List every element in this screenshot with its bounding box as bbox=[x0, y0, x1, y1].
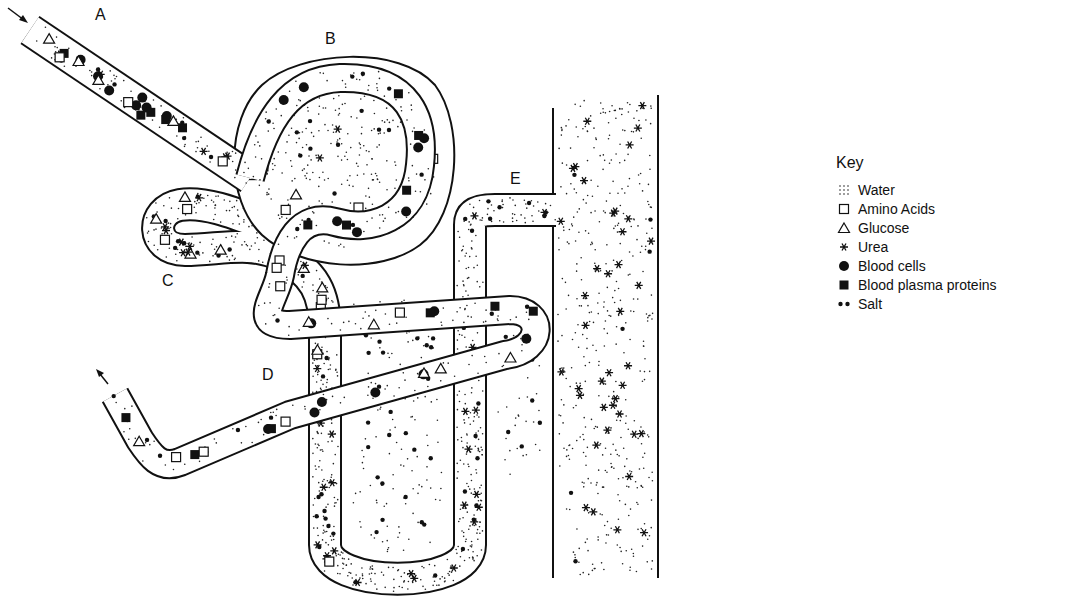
legend-row: Salt bbox=[836, 294, 997, 313]
part-label: E bbox=[510, 170, 521, 188]
legend-text: Glucose bbox=[858, 220, 909, 236]
legend-text: Urea bbox=[858, 239, 888, 255]
legend-text: Salt bbox=[858, 296, 882, 312]
particles bbox=[36, 26, 247, 183]
legend-symbol bbox=[836, 182, 852, 198]
legend-text: Amino Acids bbox=[858, 201, 935, 217]
particles bbox=[432, 197, 556, 586]
part-label: A bbox=[95, 6, 106, 24]
part-label: D bbox=[262, 366, 274, 384]
flow-arrow bbox=[8, 8, 108, 384]
part-label: C bbox=[162, 272, 174, 290]
legend-text: Blood plasma proteins bbox=[858, 277, 997, 293]
glomerulus-vessel bbox=[111, 71, 537, 470]
legend-text: Blood cells bbox=[858, 258, 926, 274]
legend-row: Blood cells bbox=[836, 256, 997, 275]
legend-symbol bbox=[836, 220, 852, 236]
collecting-duct bbox=[553, 95, 658, 585]
legend-text: Water bbox=[858, 182, 895, 198]
legend-symbol bbox=[836, 258, 852, 274]
legend-row: Urea bbox=[836, 237, 997, 256]
legend-symbol bbox=[836, 296, 852, 312]
afferent-vessel bbox=[30, 26, 250, 183]
legend-row: Glucose bbox=[836, 218, 997, 237]
legend-title: Key bbox=[836, 154, 864, 172]
legend-symbol bbox=[836, 201, 852, 217]
part-label: B bbox=[325, 30, 336, 48]
legend-row: Blood plasma proteins bbox=[836, 275, 997, 294]
legend: WaterAmino AcidsGlucoseUreaBlood cellsBl… bbox=[836, 180, 997, 313]
legend-symbol bbox=[836, 277, 852, 293]
particles bbox=[111, 256, 537, 470]
legend-symbol bbox=[836, 239, 852, 255]
particles bbox=[243, 71, 429, 245]
legend-row: Water bbox=[836, 180, 997, 199]
legend-row: Amino Acids bbox=[836, 199, 997, 218]
